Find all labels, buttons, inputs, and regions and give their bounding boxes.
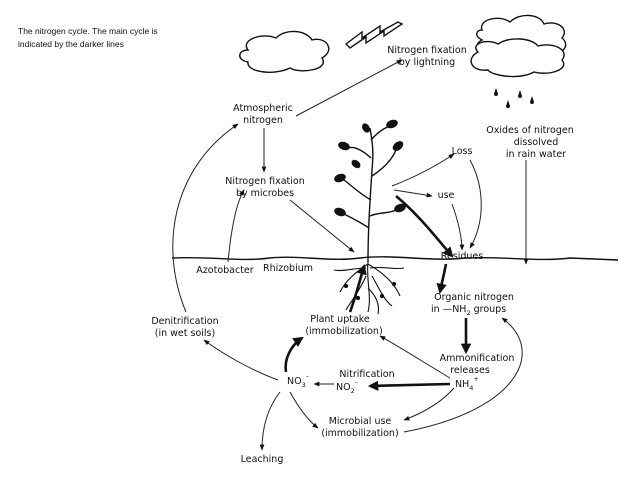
label-uptake-1: Plant uptake bbox=[310, 314, 370, 325]
soil-surface-line bbox=[171, 256, 619, 261]
roots-icon bbox=[333, 261, 405, 315]
label-azotobacter: Azotobacter bbox=[196, 265, 253, 276]
label-nitrification: Nitrification bbox=[339, 369, 394, 380]
cloud-right-lower bbox=[470, 38, 565, 78]
label-no2: NO2– bbox=[336, 378, 358, 395]
cloud-left bbox=[239, 30, 330, 73]
label-organic-2: in —NH2 groups bbox=[431, 304, 506, 317]
label-ammonification-1: Ammonification bbox=[440, 353, 515, 364]
caption-line-2: indicated by the darker lines bbox=[18, 39, 124, 49]
label-microbial-1: Microbial use bbox=[329, 416, 392, 427]
label-uptake-2: (immobilization) bbox=[305, 326, 382, 337]
label-rhizobium: Rhizobium bbox=[263, 263, 313, 274]
caption-line-1: The nitrogen cycle. The main cycle is bbox=[18, 26, 158, 36]
lightning-icon bbox=[344, 21, 404, 49]
label-atmospheric-2: nitrogen bbox=[243, 115, 283, 126]
label-denitrification-1: Denitrification bbox=[151, 316, 218, 327]
main-flow-arrows bbox=[284, 195, 472, 391]
label-no3: NO3– bbox=[287, 372, 309, 389]
label-fixation-lightning-1: Nitrogen fixation bbox=[387, 45, 467, 56]
label-denitrification-2: (in wet soils) bbox=[155, 328, 215, 339]
label-ammonification-2: releases bbox=[450, 365, 490, 376]
label-microbial-2: (immobilization) bbox=[321, 428, 398, 439]
label-nh4: NH4+ bbox=[455, 375, 479, 392]
raindrops bbox=[494, 88, 534, 108]
plant-icon bbox=[334, 119, 406, 263]
label-fixation-microbes-2: by microbes bbox=[236, 188, 294, 199]
label-loss: Loss bbox=[452, 146, 473, 157]
label-fixation-microbes-1: Nitrogen fixation bbox=[225, 176, 305, 187]
label-oxides-1: Oxides of nitrogen bbox=[486, 125, 574, 136]
label-oxides-2: dissolved bbox=[514, 137, 559, 148]
label-atmospheric-1: Atmospheric bbox=[233, 103, 293, 114]
label-fixation-lightning-2: by lightning bbox=[399, 57, 455, 68]
label-use: use bbox=[438, 190, 455, 201]
label-leaching: Leaching bbox=[241, 454, 284, 465]
minor-flow-arrows bbox=[172, 59, 529, 451]
label-oxides-3: in rain water bbox=[506, 149, 566, 160]
label-organic-1: Organic nitrogen bbox=[434, 292, 514, 303]
label-residues: Residues bbox=[441, 251, 484, 262]
